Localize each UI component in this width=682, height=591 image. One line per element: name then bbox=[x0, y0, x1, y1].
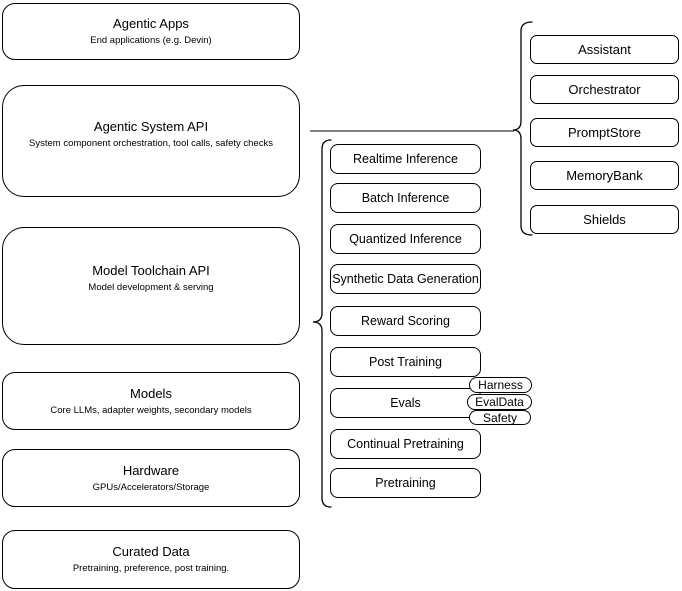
service-label: Post Training bbox=[369, 355, 442, 369]
service-box-pretraining: Pretraining bbox=[330, 468, 481, 498]
tag-pill-harness: Harness bbox=[469, 377, 532, 393]
service-label: Reward Scoring bbox=[361, 314, 450, 328]
service-label: Continual Pretraining bbox=[347, 437, 464, 451]
service-box-batch-inference: Batch Inference bbox=[330, 183, 481, 213]
box-subtitle: GPUs/Accelerators/Storage bbox=[92, 481, 210, 493]
box-title: Curated Data bbox=[112, 544, 190, 559]
service-label: Realtime Inference bbox=[353, 152, 458, 166]
service-box-realtime-inference: Realtime Inference bbox=[330, 144, 481, 174]
service-label: Evals bbox=[390, 396, 421, 410]
service-label: Synthetic Data Generation bbox=[332, 272, 479, 286]
service-label: Quantized Inference bbox=[349, 232, 462, 246]
service-label: Batch Inference bbox=[361, 191, 450, 205]
component-label: Orchestrator bbox=[568, 82, 641, 97]
component-label: Shields bbox=[583, 212, 626, 227]
box-title: Agentic Apps bbox=[113, 16, 189, 31]
component-box-orchestrator: Orchestrator bbox=[530, 75, 679, 104]
box-subtitle: Pretraining, preference, post training. bbox=[72, 563, 230, 574]
component-label: MemoryBank bbox=[566, 168, 643, 183]
box-title: Agentic System API bbox=[93, 118, 209, 134]
box-models: Models Core LLMs, adapter weights, secon… bbox=[2, 372, 300, 430]
service-box-synthetic-data-generation: Synthetic Data Generation bbox=[330, 264, 481, 294]
tag-label: EvalData bbox=[475, 395, 524, 409]
box-model-toolchain-api: Model Toolchain API Model development & … bbox=[2, 227, 300, 345]
service-box-evals: Evals bbox=[330, 388, 481, 418]
service-label: Pretraining bbox=[375, 476, 436, 490]
component-box-memorybank: MemoryBank bbox=[530, 161, 679, 190]
component-box-assistant: Assistant bbox=[530, 35, 679, 64]
tag-label: Safety bbox=[482, 410, 518, 425]
box-title: Model Toolchain API bbox=[92, 262, 210, 278]
service-box-reward-scoring: Reward Scoring bbox=[330, 306, 481, 336]
component-label: PromptStore bbox=[568, 125, 641, 140]
box-title: Hardware bbox=[122, 462, 180, 478]
service-box-post-training: Post Training bbox=[330, 347, 481, 377]
box-subtitle: Model development & serving bbox=[88, 281, 214, 293]
box-subtitle: End applications (e.g. Devin) bbox=[90, 35, 212, 46]
tag-pill-safety: Safety bbox=[469, 410, 531, 425]
service-box-continual-pretraining: Continual Pretraining bbox=[330, 429, 481, 459]
box-title: Models bbox=[130, 385, 172, 401]
component-label: Assistant bbox=[578, 42, 631, 57]
box-hardware: Hardware GPUs/Accelerators/Storage bbox=[2, 449, 300, 507]
box-subtitle: Core LLMs, adapter weights, secondary mo… bbox=[50, 404, 252, 416]
component-box-promptstore: PromptStore bbox=[530, 118, 679, 147]
component-box-shields: Shields bbox=[530, 205, 679, 234]
box-subtitle: System component orchestration, tool cal… bbox=[29, 137, 273, 149]
tag-pill-evaldata: EvalData bbox=[467, 394, 532, 410]
tag-label: Harness bbox=[478, 378, 523, 392]
box-curated-data: Curated Data Pretraining, preference, po… bbox=[2, 530, 300, 589]
box-agentic-system-api: Agentic System API System component orch… bbox=[2, 85, 300, 197]
service-box-quantized-inference: Quantized Inference bbox=[330, 224, 481, 254]
toolchain-brace bbox=[312, 139, 332, 508]
box-agentic-apps: Agentic Apps End applications (e.g. Devi… bbox=[2, 3, 300, 60]
